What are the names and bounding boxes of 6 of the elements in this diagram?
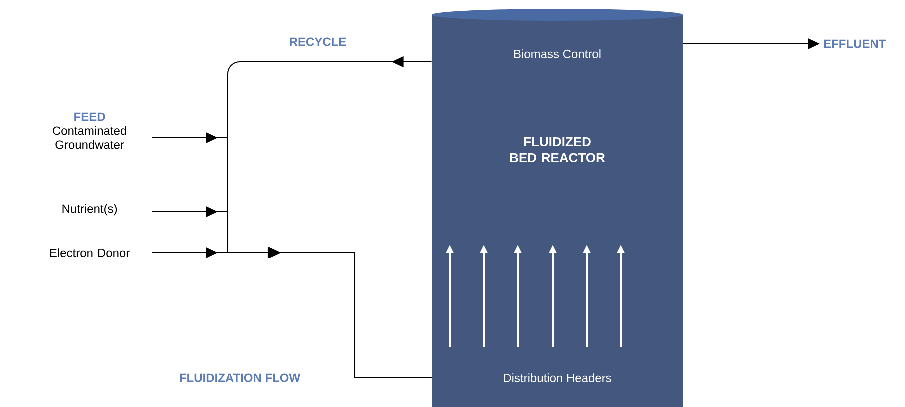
flow-label: FLUIDIZATION FLOW (180, 374, 301, 382)
input-label: FEED Contaminated Groundwater (53, 112, 126, 150)
output-label: EFFLUENT (824, 40, 886, 48)
edge-label: RECYCLE (290, 38, 346, 46)
input-label: Nutrient(s) (62, 204, 118, 216)
input-label: Electron Donor (50, 248, 130, 258)
